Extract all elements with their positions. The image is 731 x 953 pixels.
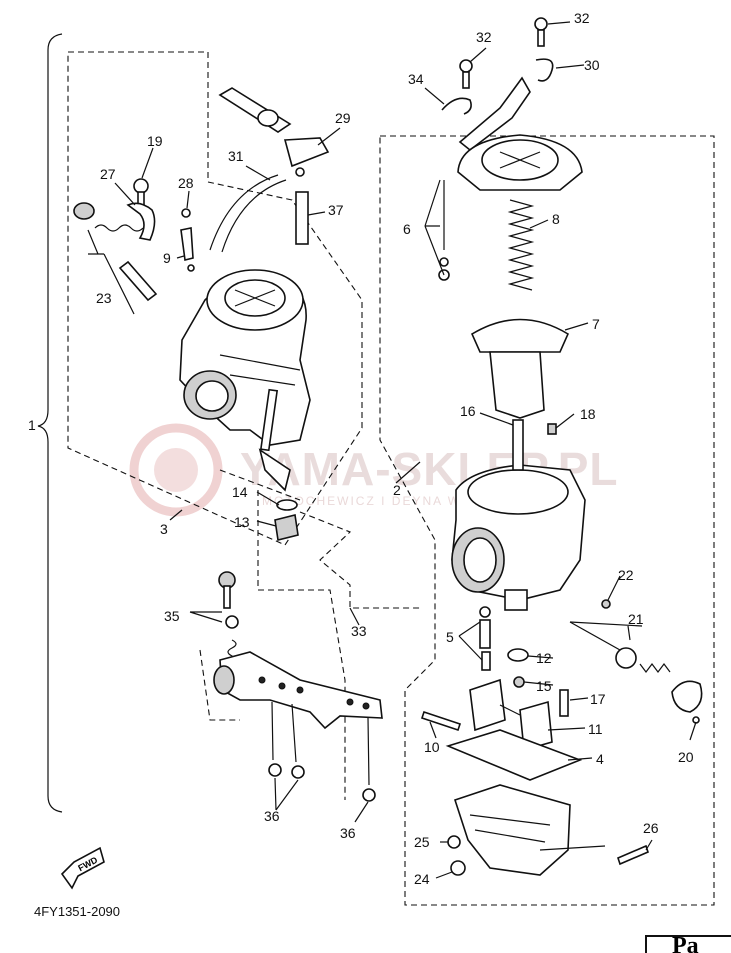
label-2: 2: [393, 482, 401, 498]
label-10: 10: [424, 739, 440, 755]
label-37: 37: [328, 202, 344, 218]
link-outline-2: [299, 511, 420, 609]
label-21: 21: [628, 611, 644, 627]
right-carburetor: [420, 17, 703, 876]
label-30: 30: [584, 57, 600, 73]
label-11: 11: [588, 721, 603, 737]
label-22: 22: [618, 567, 634, 583]
corner-box: Pa: [645, 933, 731, 953]
right-carb-outline: [379, 135, 715, 906]
corner-text: Pa: [672, 933, 699, 953]
left-carburetor: [179, 269, 311, 492]
label-6: 6: [403, 221, 411, 237]
label-8: 8: [552, 211, 560, 227]
label-17: 17: [590, 691, 606, 707]
label-13: 13: [234, 514, 250, 530]
link-outline-1: [257, 490, 346, 800]
label-16: 16: [460, 403, 476, 419]
label-5: 5: [446, 629, 454, 645]
label-19: 19: [147, 133, 163, 149]
assembly-bracket: [37, 33, 63, 813]
label-36-right: 36: [340, 825, 356, 841]
label-14: 14: [232, 484, 248, 500]
label-4: 4: [596, 751, 604, 767]
label-24: 24: [414, 871, 430, 887]
part-labels: 1 2 3 4 5 6 7 8 9 10 11 12 13 14 15 16 1…: [28, 10, 694, 887]
label-32-top: 32: [574, 10, 590, 26]
label-7: 7: [592, 316, 600, 332]
label-34: 34: [408, 71, 424, 87]
diagram-code: 4FY1351-2090: [34, 904, 120, 919]
fwd-arrow-icon: FWD: [60, 846, 105, 890]
label-25: 25: [414, 834, 430, 850]
label-31: 31: [228, 148, 244, 164]
label-9: 9: [163, 250, 171, 266]
label-29: 29: [335, 110, 351, 126]
label-32-left: 32: [476, 29, 492, 45]
label-20: 20: [678, 749, 694, 765]
label-26: 26: [643, 820, 659, 836]
label-18: 18: [580, 406, 596, 422]
label-35: 35: [164, 608, 180, 624]
label-33: 33: [351, 623, 367, 639]
link-outline-4: [219, 469, 301, 501]
label-12: 12: [536, 650, 552, 666]
label-36-left: 36: [264, 808, 280, 824]
link-outline-3: [199, 649, 240, 721]
left-carb-outline: [67, 51, 363, 546]
leader-lines: [87, 21, 697, 879]
label-15: 15: [536, 678, 552, 694]
label-28: 28: [178, 175, 194, 191]
label-3: 3: [160, 521, 168, 537]
label-23: 23: [96, 290, 112, 306]
label-1: 1: [28, 417, 36, 433]
left-small-parts: [73, 87, 383, 802]
label-27: 27: [100, 166, 116, 182]
